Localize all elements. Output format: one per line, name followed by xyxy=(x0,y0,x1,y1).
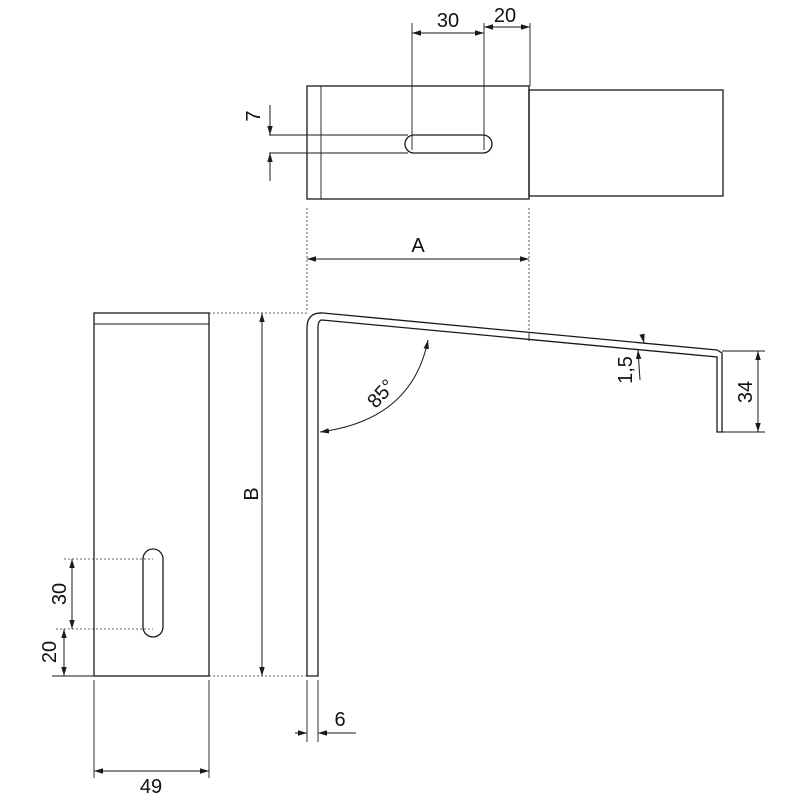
top-view-extension xyxy=(528,89,724,197)
dim-hook-height: 34 xyxy=(735,381,757,403)
top-view: 30 20 7 A xyxy=(243,5,724,336)
top-view-slot xyxy=(404,134,493,154)
dim-bottom-thickness: 6 xyxy=(334,709,345,731)
top-dim-slot-width: 7 xyxy=(243,110,265,121)
front-view-plate xyxy=(93,312,210,677)
front-view: B 30 20 49 xyxy=(39,312,307,798)
dim-B: B xyxy=(241,487,263,500)
front-dim-slot-length: 30 xyxy=(49,583,71,605)
front-dim-width: 49 xyxy=(140,776,162,798)
front-view-slot xyxy=(142,548,164,638)
side-view: 85° 1,5 34 6 xyxy=(295,312,765,742)
dim-A: A xyxy=(411,235,425,257)
bracket-profile xyxy=(306,312,723,677)
top-dim-slot-length: 30 xyxy=(437,10,459,32)
top-dim-slot-offset: 20 xyxy=(494,5,516,27)
dim-thickness: 1,5 xyxy=(615,356,637,384)
top-view-plate xyxy=(306,85,530,200)
dim-angle: 85° xyxy=(363,375,400,412)
front-dim-slot-bottom: 20 xyxy=(39,641,61,663)
